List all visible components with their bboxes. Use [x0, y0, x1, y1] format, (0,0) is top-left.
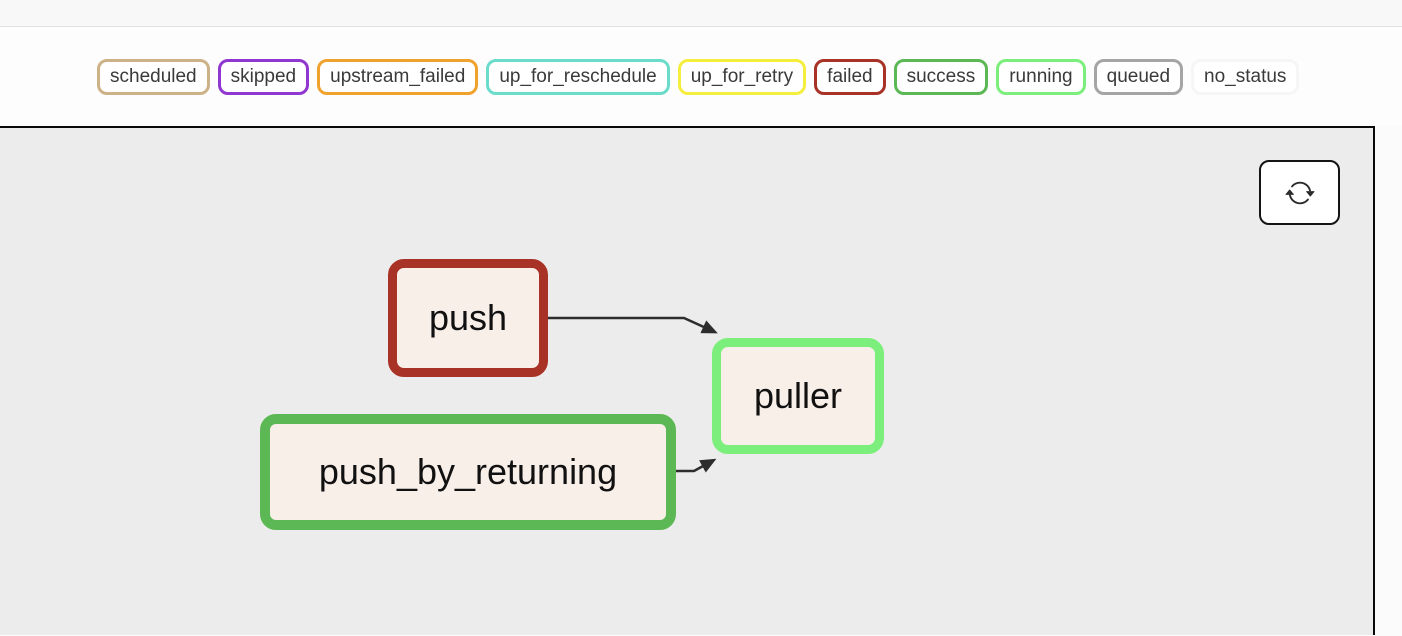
refresh-button[interactable] — [1259, 160, 1340, 225]
status-legend: scheduled skipped upstream_failed up_for… — [0, 27, 1402, 126]
edge-push-by-returning-to-puller — [676, 458, 717, 473]
task-node-push-by-returning[interactable]: push_by_returning — [260, 414, 676, 530]
legend-badge-scheduled: scheduled — [97, 58, 210, 95]
legend-badge-success: success — [893, 58, 989, 95]
legend-badge-skipped: skipped — [217, 58, 310, 95]
task-node-label: puller — [753, 375, 843, 416]
legend-badge-up-for-reschedule: up_for_reschedule — [486, 58, 670, 95]
task-node-puller[interactable]: puller — [712, 338, 884, 454]
legend-badge-upstream-failed: upstream_failed — [317, 58, 479, 95]
task-node-push[interactable]: push — [388, 259, 548, 377]
legend-badge-queued: queued — [1093, 58, 1184, 95]
task-node-label: push — [428, 297, 508, 338]
edge-push-to-puller — [548, 316, 718, 334]
refresh-icon — [1285, 178, 1315, 208]
legend-badge-failed: failed — [814, 58, 886, 95]
dag-edges — [548, 316, 718, 473]
legend-badge-up-for-retry: up_for_retry — [677, 58, 807, 95]
dag-graph-panel: push puller push_by_returning — [0, 126, 1375, 635]
top-navbar — [0, 0, 1402, 27]
task-node-label: push_by_returning — [318, 451, 618, 492]
legend-badge-no-status: no_status — [1191, 58, 1300, 95]
legend-badge-running: running — [996, 58, 1086, 95]
